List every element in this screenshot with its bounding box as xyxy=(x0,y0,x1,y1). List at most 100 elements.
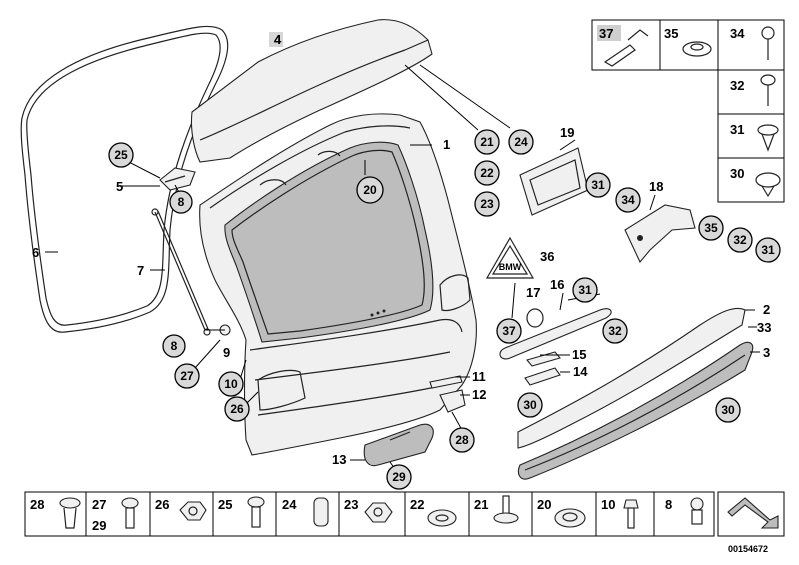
box-label-32: 32 xyxy=(730,78,744,93)
svg-text:20: 20 xyxy=(363,183,377,197)
box-label-31: 31 xyxy=(730,122,744,137)
badge-part-36: BMW xyxy=(485,236,535,279)
svg-text:22: 22 xyxy=(480,166,494,180)
callout-28: 28 xyxy=(449,427,475,453)
box-label-35: 35 xyxy=(664,26,678,41)
strip-label-23: 23 xyxy=(344,497,358,512)
label-16: 16 xyxy=(550,277,564,292)
grommet-part-17 xyxy=(526,308,544,328)
callout-32-b: 32 xyxy=(602,318,628,344)
svg-text:30: 30 xyxy=(523,398,537,412)
fastener-strip-bottom: 28 27 29 26 25 24 23 22 21 20 10 8 xyxy=(24,491,785,537)
strip-label-21: 21 xyxy=(474,497,488,512)
label-1: 1 xyxy=(443,137,450,152)
label-33: 33 xyxy=(757,320,771,335)
switch-part-11 xyxy=(429,375,463,389)
svg-text:34: 34 xyxy=(621,193,635,207)
grommet-35-icon xyxy=(682,41,712,57)
svg-text:32: 32 xyxy=(733,233,747,247)
callout-20: 20 xyxy=(356,176,384,204)
callout-30-a: 30 xyxy=(517,392,543,418)
svg-text:10: 10 xyxy=(224,377,238,391)
svg-text:BMW: BMW xyxy=(499,262,522,272)
label-7: 7 xyxy=(137,263,144,278)
callout-31-a: 31 xyxy=(585,172,611,198)
lock-part-13 xyxy=(363,423,434,467)
strip-label-25: 25 xyxy=(218,497,232,512)
plug-24-icon xyxy=(313,497,329,527)
gas-strut-part-7 xyxy=(151,208,211,336)
svg-text:28: 28 xyxy=(455,433,469,447)
callout-26: 26 xyxy=(224,396,250,422)
nut-23-icon xyxy=(364,502,393,523)
bracket-part-19 xyxy=(519,147,589,216)
svg-text:21: 21 xyxy=(480,135,494,149)
callout-30-b: 30 xyxy=(715,397,741,423)
svg-text:29: 29 xyxy=(392,470,406,484)
callout-31-c: 31 xyxy=(572,277,598,303)
callout-31-b: 31 xyxy=(755,237,781,263)
seal-part-6 xyxy=(20,25,229,333)
callout-34: 34 xyxy=(615,187,641,213)
arrow-icon xyxy=(727,497,779,529)
label-19: 19 xyxy=(560,125,574,140)
svg-text:30: 30 xyxy=(721,403,735,417)
hinge-part-5 xyxy=(159,167,196,191)
svg-text:31: 31 xyxy=(761,243,775,257)
pin-8-icon xyxy=(690,497,704,525)
strip-label-22: 22 xyxy=(410,497,424,512)
clip-28-icon xyxy=(59,497,81,529)
svg-text:25: 25 xyxy=(114,148,128,162)
callout-27: 27 xyxy=(174,363,200,389)
clip-30-icon xyxy=(755,172,781,188)
bolt-10-icon xyxy=(623,499,639,529)
clip-31-icon xyxy=(757,124,779,136)
label-3: 3 xyxy=(763,345,770,360)
svg-text:37: 37 xyxy=(502,324,516,338)
strip-label-28: 28 xyxy=(30,497,44,512)
label-13: 13 xyxy=(332,452,346,467)
callout-22: 22 xyxy=(474,160,500,186)
handle-trim-part-16 xyxy=(499,308,612,360)
screw-34-icon xyxy=(761,26,775,40)
callout-10: 10 xyxy=(218,371,244,397)
callout-32-a: 32 xyxy=(727,227,753,253)
tailgate-part-1 xyxy=(199,113,477,456)
svg-text:8: 8 xyxy=(171,339,178,353)
strip-label-24: 24 xyxy=(282,497,297,512)
label-9: 9 xyxy=(223,345,230,360)
label-36: 36 xyxy=(540,249,554,264)
label-12: 12 xyxy=(472,387,486,402)
trim-strip-part-3 xyxy=(517,341,754,480)
box-label-37: 37 xyxy=(599,26,613,41)
trim-strip-part-2 xyxy=(517,307,746,449)
label-2: 2 xyxy=(763,302,770,317)
washer-22-icon xyxy=(427,509,457,527)
strip-label-20: 20 xyxy=(537,497,551,512)
label-5: 5 xyxy=(116,179,123,194)
label-6: 6 xyxy=(32,245,39,260)
svg-text:26: 26 xyxy=(230,402,244,416)
label-14: 14 xyxy=(573,364,588,379)
fastener-box-top-right: 37 35 34 32 31 30 xyxy=(591,19,785,203)
svg-text:23: 23 xyxy=(480,197,494,211)
leader-lines xyxy=(45,64,760,473)
callout-37: 37 xyxy=(496,318,522,344)
svg-text:8: 8 xyxy=(178,195,185,209)
spoiler-part-4 xyxy=(190,19,433,163)
strip-label-27: 27 xyxy=(92,497,106,512)
box-label-34: 34 xyxy=(730,26,745,41)
callout-21: 21 xyxy=(474,129,500,155)
trim-part-18 xyxy=(624,204,696,264)
callout-35: 35 xyxy=(698,215,724,241)
screw-32-icon xyxy=(760,74,776,86)
label-15: 15 xyxy=(572,347,586,362)
callout-8-lower: 8 xyxy=(162,334,186,358)
svg-text:31: 31 xyxy=(578,283,592,297)
svg-text:35: 35 xyxy=(704,221,718,235)
screw-25-icon xyxy=(247,496,265,528)
svg-text:27: 27 xyxy=(180,369,194,383)
callouts: 25 8 8 27 10 26 20 21 22 23 24 31 34 35 … xyxy=(108,129,781,490)
svg-text:24: 24 xyxy=(514,135,528,149)
